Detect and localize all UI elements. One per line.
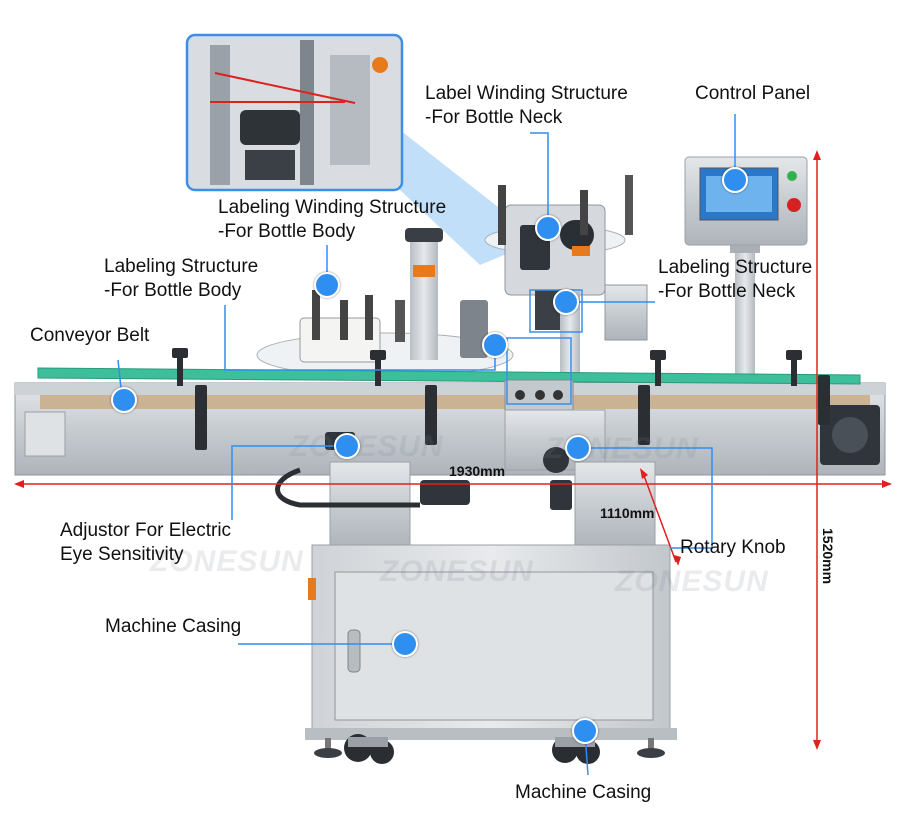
callout-labeling-neck: Labeling Structure -For Bottle Neck: [658, 256, 812, 304]
callout-dot: [722, 167, 748, 193]
watermark: ZONESUN: [290, 430, 444, 463]
callout-dot: [392, 631, 418, 657]
callout-line-1: Label Winding Structure: [425, 83, 628, 104]
callout-line-2: -For Bottle Neck: [425, 107, 563, 128]
leader-rotary-knob: [578, 447, 713, 549]
dimension-lines: [14, 150, 892, 750]
callout-dot: [334, 433, 360, 459]
watermark: ZONESUN: [150, 545, 304, 578]
watermark: ZONESUN: [380, 555, 534, 588]
leader-label-winding-neck: [530, 132, 549, 225]
callout-machine-casing-mid: Machine Casing: [105, 615, 241, 639]
callout-dot: [535, 215, 561, 241]
conveyor-art: [14, 348, 886, 476]
callout-line-1: Labeling Structure: [104, 256, 259, 277]
callout-rotary-knob: Rotary Knob: [680, 536, 786, 560]
callout-line-2: -For Bottle Body: [104, 280, 242, 301]
labeling-heads-art: [256, 175, 648, 380]
callout-machine-casing-bottom: Machine Casing: [515, 781, 651, 805]
feet-art: [314, 734, 665, 764]
dimension-width-label: 1110mm: [600, 505, 655, 521]
callout-dot: [565, 435, 591, 461]
callout-line-1: Control Panel: [695, 83, 811, 104]
callout-line-2: Eye Sensitivity: [60, 544, 184, 565]
callout-line-2: -For Bottle Body: [218, 221, 356, 242]
callout-adjustor: Adjustor For Electric Eye Sensitivity: [60, 519, 231, 567]
callout-dot: [111, 387, 137, 413]
width-dimension-line: [642, 472, 677, 563]
dimension-height-label: 1520mm: [820, 528, 836, 585]
watermark: ZONESUN: [615, 565, 769, 598]
inset-detail: [185, 33, 540, 265]
callout-line-1: Labeling Winding Structure: [218, 197, 447, 218]
callout-line-1: Machine Casing: [105, 616, 242, 637]
callout-control-panel: Control Panel: [695, 82, 810, 106]
callout-line-2: -For Bottle Neck: [658, 281, 796, 302]
dimension-length-label: 1930mm: [449, 463, 506, 479]
callout-line-1: Machine Casing: [515, 782, 652, 803]
callout-dot: [572, 718, 598, 744]
callout-line-1: Labeling Structure: [658, 257, 813, 278]
leader-adjustor: [231, 445, 345, 520]
callout-dot: [314, 272, 340, 298]
cabinet-art: [275, 461, 677, 740]
callout-line-1: Conveyor Belt: [30, 325, 150, 346]
callout-line-1: Adjustor For Electric: [60, 520, 232, 541]
callout-dot: [553, 289, 579, 315]
callout-labeling-winding-body: Labeling Winding Structure -For Bottle B…: [218, 196, 446, 244]
callout-conveyor-belt: Conveyor Belt: [30, 324, 149, 348]
callout-dot: [482, 332, 508, 358]
callout-line-1: Rotary Knob: [680, 537, 786, 558]
highlight-boxes: [506, 289, 583, 405]
callout-label-winding-neck: Label Winding Structure -For Bottle Neck: [425, 82, 628, 130]
callout-labeling-body: Labeling Structure -For Bottle Body: [104, 255, 258, 303]
